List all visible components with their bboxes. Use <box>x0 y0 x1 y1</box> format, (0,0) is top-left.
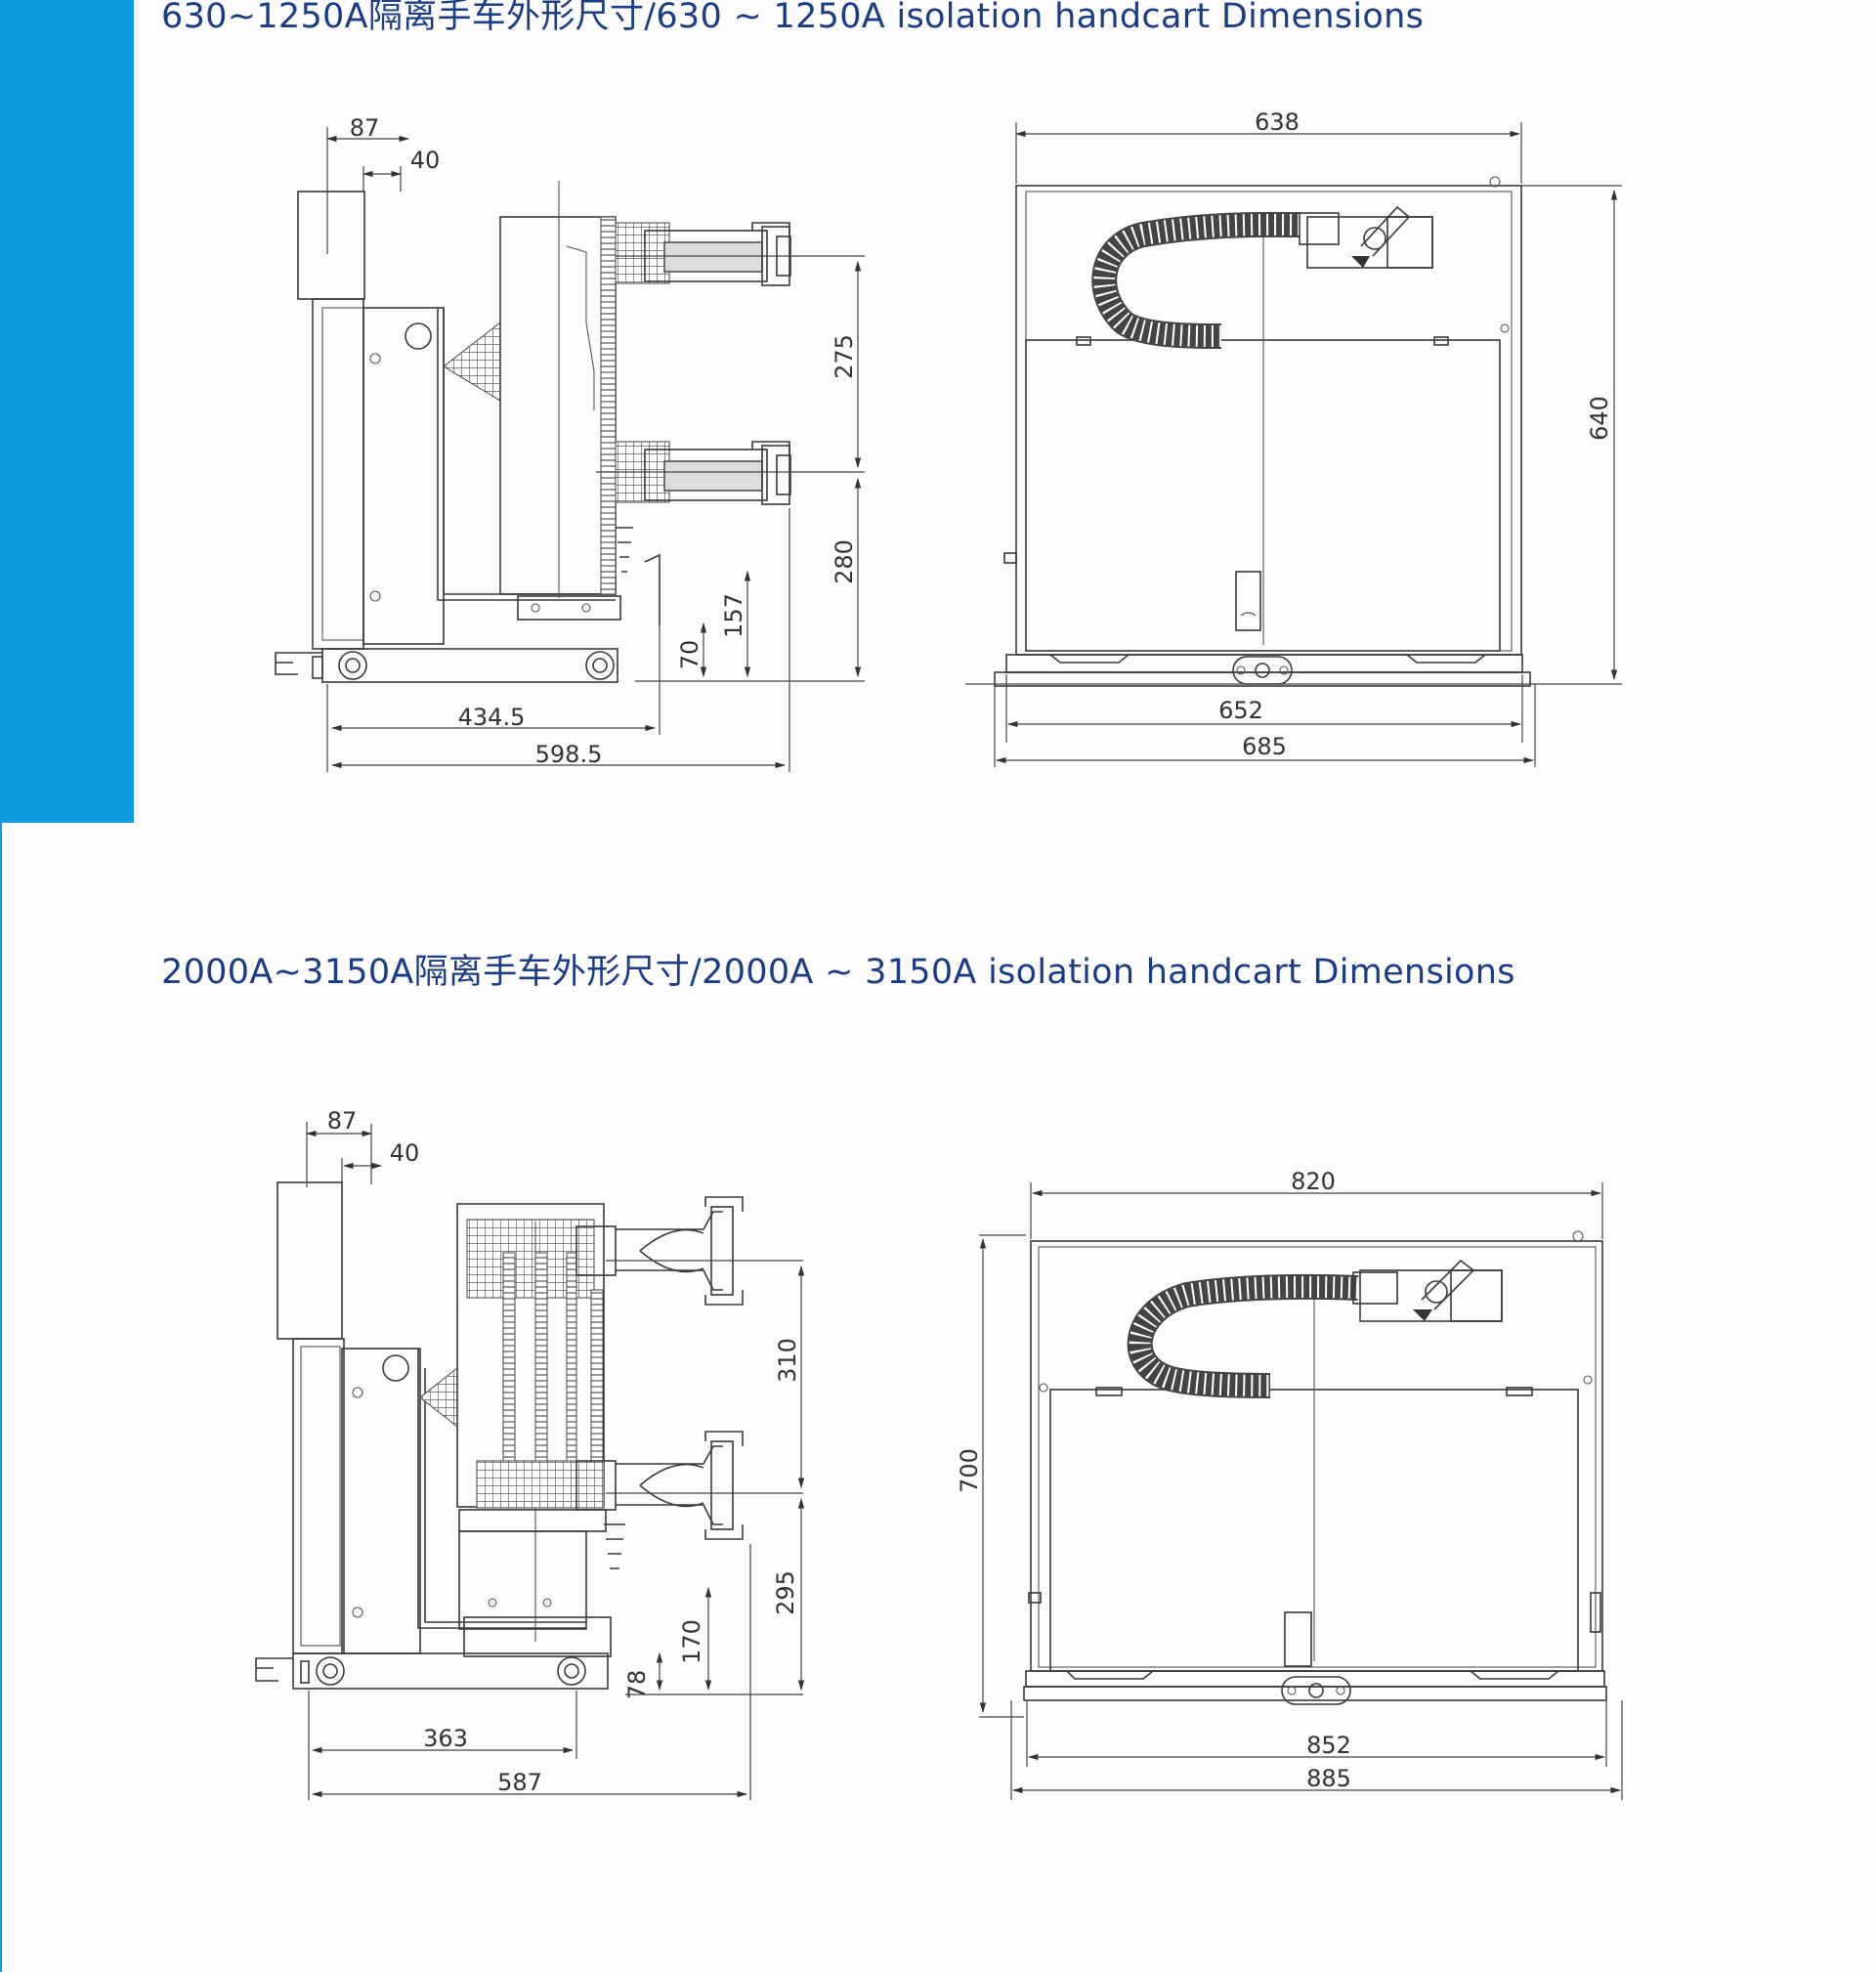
dim-820: 820 <box>1291 1168 1336 1195</box>
accent-side-bar <box>0 0 134 823</box>
dim-852: 852 <box>1306 1732 1351 1759</box>
section-1-title: 630~1250A隔离手车外形尺寸/630 ~ 1250A isolation … <box>161 0 1425 36</box>
dim-685: 685 <box>1242 733 1287 760</box>
dim-275: 275 <box>831 334 858 379</box>
section-2-title: 2000A~3150A隔离手车外形尺寸/2000A ~ 3150A isolat… <box>161 953 1515 992</box>
dim-652: 652 <box>1218 697 1263 724</box>
section-1-front-view: 638 640 652 685 <box>965 108 1622 767</box>
dim-78: 78 <box>623 1670 651 1700</box>
dim-434-5: 434.5 <box>458 704 526 731</box>
dim-598-5: 598.5 <box>535 741 603 768</box>
dim-170: 170 <box>678 1619 705 1664</box>
dim-640: 640 <box>1586 396 1613 441</box>
dim-885: 885 <box>1306 1765 1351 1792</box>
dim-700: 700 <box>956 1448 983 1493</box>
dim-40: 40 <box>410 147 441 174</box>
dim-310: 310 <box>774 1338 801 1383</box>
section-2-front-view: 820 700 852 885 <box>956 1168 1623 1800</box>
section-1-side-view: 87 40 275 280 157 70 434.5 598.5 <box>275 114 865 772</box>
dim-70: 70 <box>676 640 704 670</box>
dim-40: 40 <box>390 1139 420 1167</box>
accent-side-line <box>0 823 2 1972</box>
dim-363: 363 <box>423 1725 468 1752</box>
dim-295: 295 <box>772 1570 799 1615</box>
section-2-side-view: 87 40 310 295 170 78 363 587 <box>255 1107 805 1800</box>
dim-87: 87 <box>327 1107 358 1135</box>
dim-157: 157 <box>720 593 747 638</box>
dim-280: 280 <box>831 539 858 584</box>
dim-87: 87 <box>350 114 380 142</box>
dim-587: 587 <box>497 1769 542 1796</box>
dim-638: 638 <box>1255 108 1300 136</box>
